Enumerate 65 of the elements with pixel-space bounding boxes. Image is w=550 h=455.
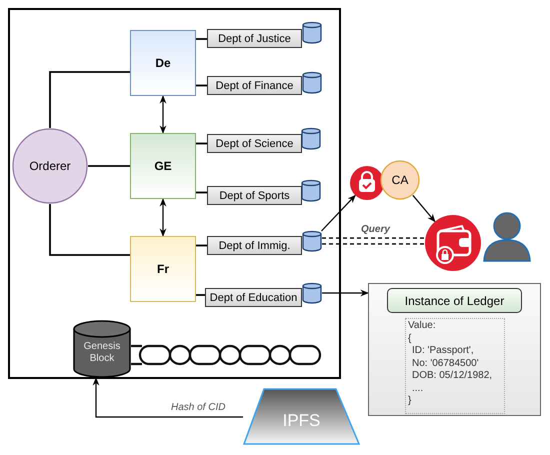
node-label: Instance of Ledger <box>404 294 504 308</box>
organization-box <box>130 30 196 96</box>
node-label: CA <box>392 173 408 187</box>
network-frame <box>8 8 341 379</box>
connector-line <box>196 84 207 86</box>
person-icon <box>483 212 531 262</box>
edge-label: Query <box>360 224 391 235</box>
organization-box <box>130 236 196 302</box>
arrow <box>321 194 356 232</box>
node-label: Dept of Justice <box>218 32 291 44</box>
connector-line <box>196 244 207 246</box>
code-line: .... <box>411 382 424 395</box>
node-label: Dept of Finance <box>216 80 294 92</box>
department-box <box>205 288 302 307</box>
arrow <box>322 290 369 296</box>
orderer-circle <box>12 128 88 204</box>
node-label: Dept of Immig. <box>218 240 290 252</box>
edge-label: Hash of CID <box>170 402 226 413</box>
node-label: Genesis Block <box>82 341 122 365</box>
connector-line <box>196 142 207 144</box>
connector-line <box>88 165 130 167</box>
database-icon <box>302 72 322 93</box>
database-icon <box>301 180 321 201</box>
code-line: } <box>408 395 412 408</box>
arrow <box>160 198 166 237</box>
database-cylinder <box>73 320 131 378</box>
organization-box <box>130 133 196 199</box>
node-label: Dept of Science <box>216 138 294 150</box>
node-label: GE <box>154 159 172 173</box>
department-box <box>207 134 302 153</box>
database-icon <box>301 128 321 149</box>
node-label: De <box>155 56 171 70</box>
code-line: Value: <box>408 320 436 332</box>
arrow <box>412 194 436 222</box>
department-box <box>207 236 302 255</box>
node-label: Fr <box>157 262 169 276</box>
arrow <box>92 377 243 418</box>
wallet-icon <box>425 215 481 271</box>
database-icon <box>302 283 322 303</box>
department-box <box>207 29 302 48</box>
code-line: ID: 'Passport', <box>411 345 474 358</box>
connector-line <box>49 71 130 128</box>
code-line: DOB: 05/12/1982, <box>411 370 492 382</box>
value-box <box>405 318 505 414</box>
node-label: IPFS <box>282 410 320 430</box>
department-box <box>207 186 302 205</box>
connector-line <box>196 192 207 194</box>
arrow <box>160 95 166 134</box>
connector-line <box>49 204 130 256</box>
certificate-icon <box>350 166 384 200</box>
code-line: No: '06784500' <box>411 358 479 370</box>
storage-trapezoid <box>243 388 360 445</box>
connector-line <box>196 294 205 296</box>
node-label: Orderer <box>29 159 71 173</box>
connector-line <box>196 38 207 40</box>
authority-circle <box>380 160 420 200</box>
dashed-connector <box>322 237 426 245</box>
department-box <box>207 76 302 95</box>
ledger-panel <box>368 283 541 416</box>
database-icon <box>302 22 322 43</box>
ledger-header <box>387 288 522 313</box>
database-icon <box>302 231 322 251</box>
node-label: Dept of Sports <box>219 190 290 202</box>
node-label: Dept of Education <box>210 292 298 304</box>
code-line: { <box>408 332 412 345</box>
